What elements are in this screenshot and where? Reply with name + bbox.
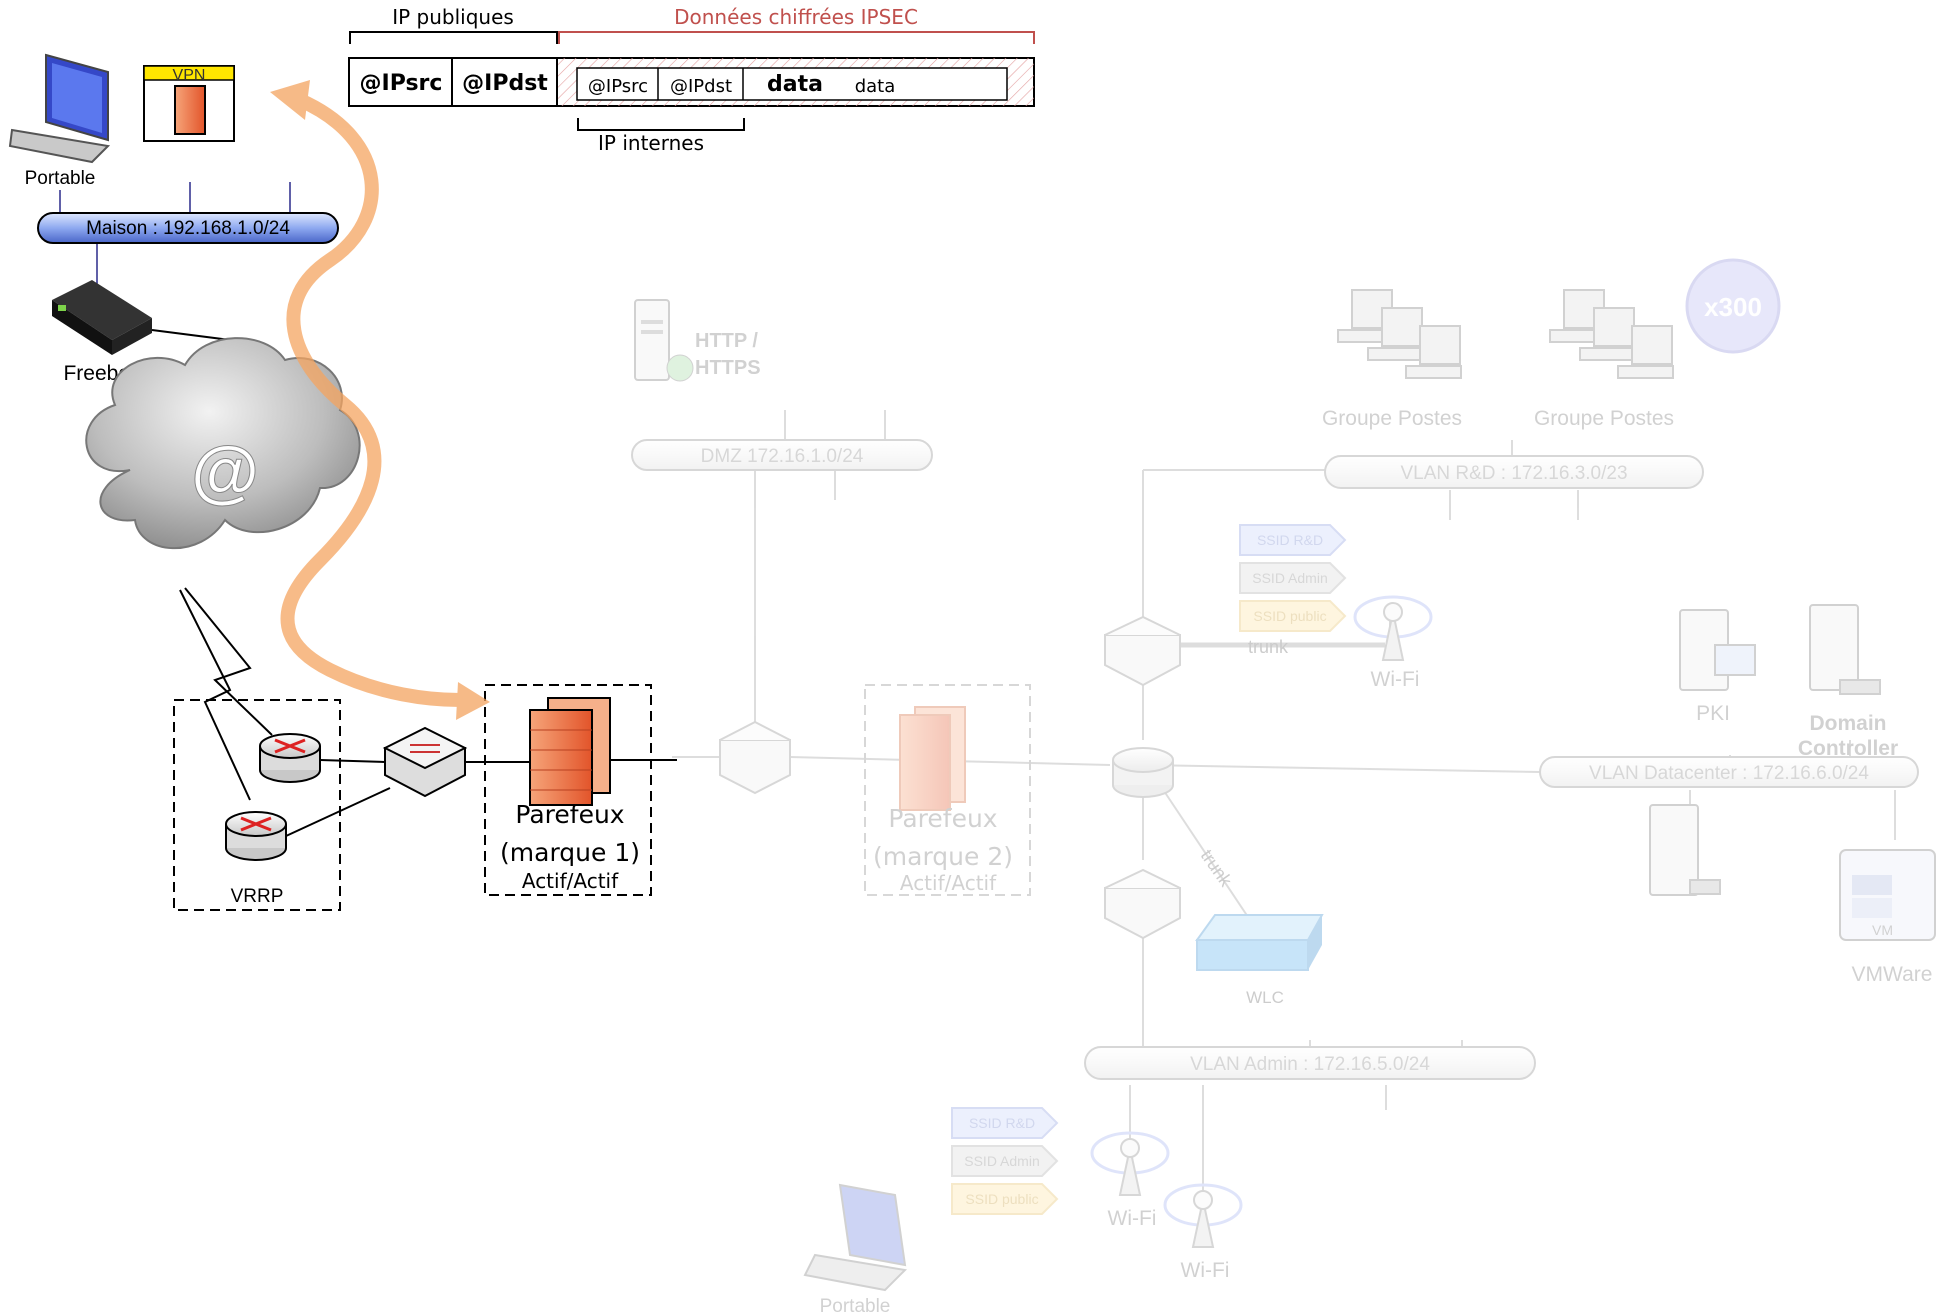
ssid-admin-top: SSID Admin (1252, 570, 1327, 586)
wifi-bottom-1-label: Wi-Fi (1108, 1207, 1157, 1230)
vrrp-group (173, 699, 341, 911)
trunk-label-top: trunk (1248, 637, 1289, 657)
laptop-icon (8, 53, 111, 164)
count-badge: x300 (1704, 292, 1762, 322)
ssid-admin-bottom: SSID Admin (964, 1153, 1039, 1169)
wifi-top-label: Wi-Fi (1371, 668, 1420, 691)
ssid-rd-bottom: SSID R&D (969, 1115, 1035, 1131)
vmware-icon: VM (1839, 849, 1936, 941)
workstation-group-1-icon (1337, 289, 1462, 379)
access-switch-bottom-icon (1104, 868, 1181, 940)
inner-ipsrc-field: @IPsrc (588, 76, 648, 97)
inner-ipdst-field: @IPdst (670, 76, 732, 97)
dmz-bus (631, 439, 933, 471)
wlc-icon (1195, 914, 1324, 971)
firewall2-icon (899, 706, 966, 811)
firewall1-mode: Actif/Actif (522, 869, 619, 893)
vpn-firewall-icon (174, 85, 206, 135)
rd-bus (1324, 455, 1704, 489)
http-server-icon (634, 299, 694, 382)
vpn-tunnel-arrow (270, 80, 490, 720)
http-label: HTTP / (695, 330, 758, 352)
internet-cloud-icon: @ (85, 337, 361, 550)
rd-network-label: VLAN R&D : 172.16.3.0/23 (1400, 463, 1627, 484)
ssid-public-top: SSID public (1253, 608, 1326, 624)
group1-label: Groupe Postes (1322, 407, 1462, 430)
admin-network-label: VLAN Admin : 172.16.5.0/24 (1190, 1054, 1430, 1075)
ssid-tags-bottom: SSID R&D SSID Admin SSID public (951, 1107, 1059, 1215)
router-1-icon (259, 733, 321, 783)
domain-controller-icon (1809, 604, 1881, 695)
dc-label-2: Controller (1798, 737, 1898, 760)
router-2-icon (225, 811, 287, 861)
trunk-label-core: trunk (1197, 846, 1237, 891)
pki-label: PKI (1696, 702, 1730, 725)
pki-server-icon (1679, 609, 1756, 691)
dmz-network-label: DMZ 172.16.1.0/24 (701, 446, 864, 467)
access-point-top-icon (1353, 595, 1433, 661)
ipsec-packet-diagram: IP publiques Données chiffrées IPSEC @IP… (348, 5, 1035, 155)
firewall2-name: Parefeux (888, 804, 997, 833)
internal-network: HTTP / HTTPS DMZ 172.16.1.0/24 Parefeux … (631, 258, 1936, 1313)
datacenter-bus (1539, 756, 1919, 788)
home-bus (37, 212, 339, 244)
vm-tag: VM (1872, 922, 1893, 938)
donnees-chiffrees-label: Données chiffrées IPSEC (674, 5, 918, 29)
vmware-label: VMWare (1852, 963, 1933, 986)
access-point-bottom-2-icon (1163, 1183, 1243, 1248)
data-field: data (855, 76, 896, 97)
edge-switch-icon (382, 726, 468, 798)
firewall2-group (864, 684, 1031, 896)
dc-label-1: Domain (1809, 712, 1886, 735)
https-label: HTTPS (695, 357, 761, 379)
firewall2-brand: (marque 2) (873, 842, 1013, 871)
ssid-rd-top: SSID R&D (1257, 532, 1323, 548)
firewall1-icon (529, 697, 611, 806)
portable-bottom-label: Portable (820, 1296, 891, 1313)
firewall2-mode: Actif/Actif (900, 871, 997, 895)
outer-ipsrc-field: @IPsrc (360, 71, 443, 96)
ip-publiques-label: IP publiques (392, 5, 514, 29)
admin-bus (1084, 1046, 1536, 1080)
core-router-icon (1112, 747, 1174, 798)
outer-ipdst-field: @IPdst (462, 71, 548, 96)
vrrp-label: VRRP (231, 886, 284, 907)
laptop-bottom-icon (803, 1183, 908, 1292)
count-badge-icon (1685, 258, 1781, 354)
datacenter-network-label: VLAN Datacenter : 172.16.6.0/24 (1589, 763, 1869, 784)
home-network-label: Maison : 192.168.1.0/24 (86, 218, 290, 239)
ssid-public-bottom: SSID public (965, 1191, 1038, 1207)
ssid-tags-top: SSID R&D SSID Admin SSID public (1239, 524, 1347, 632)
group2-label: Groupe Postes (1534, 407, 1674, 430)
access-switch-top-icon (1104, 615, 1181, 687)
wifi-bottom-2-label: Wi-Fi (1181, 1259, 1230, 1282)
datacenter-server-icon (1649, 804, 1721, 896)
data-field-bold: data (767, 72, 823, 97)
access-point-bottom-1-icon (1090, 1131, 1170, 1196)
portable-label: Portable (25, 168, 96, 189)
firewall1-name: Parefeux (515, 800, 624, 829)
dmz-switch-icon (719, 720, 791, 795)
ip-internes-label: IP internes (598, 131, 704, 155)
firewall1-group (484, 684, 652, 896)
wlc-label: WLC (1246, 988, 1284, 1007)
internet-symbol: @ (191, 432, 259, 510)
vpn-label: VPN (173, 67, 206, 84)
freebox-icon (52, 280, 152, 355)
workstation-group-2-icon (1549, 289, 1674, 379)
firewall1-brand: (marque 1) (500, 838, 640, 867)
